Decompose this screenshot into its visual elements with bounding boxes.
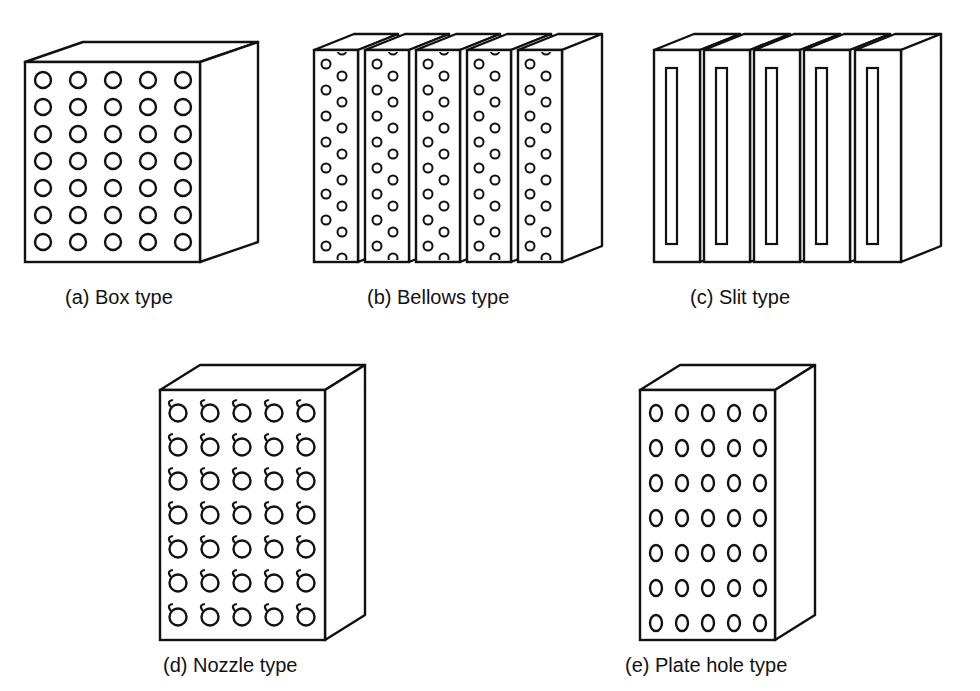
bellows-type-distributor [314, 34, 602, 262]
plate-hole-type-distributor [640, 365, 815, 640]
figure-caption: (d) Nozzle type [163, 653, 298, 677]
figure-caption: (c) Slit type [690, 285, 790, 309]
nozzle-type-distributor [160, 365, 365, 640]
slit-type-distributor [654, 34, 941, 262]
box-type-distributor [25, 42, 258, 262]
figure-caption: (a) Box type [65, 285, 173, 309]
figure-caption: (e) Plate hole type [625, 653, 787, 677]
figure-caption: (b) Bellows type [367, 285, 509, 309]
